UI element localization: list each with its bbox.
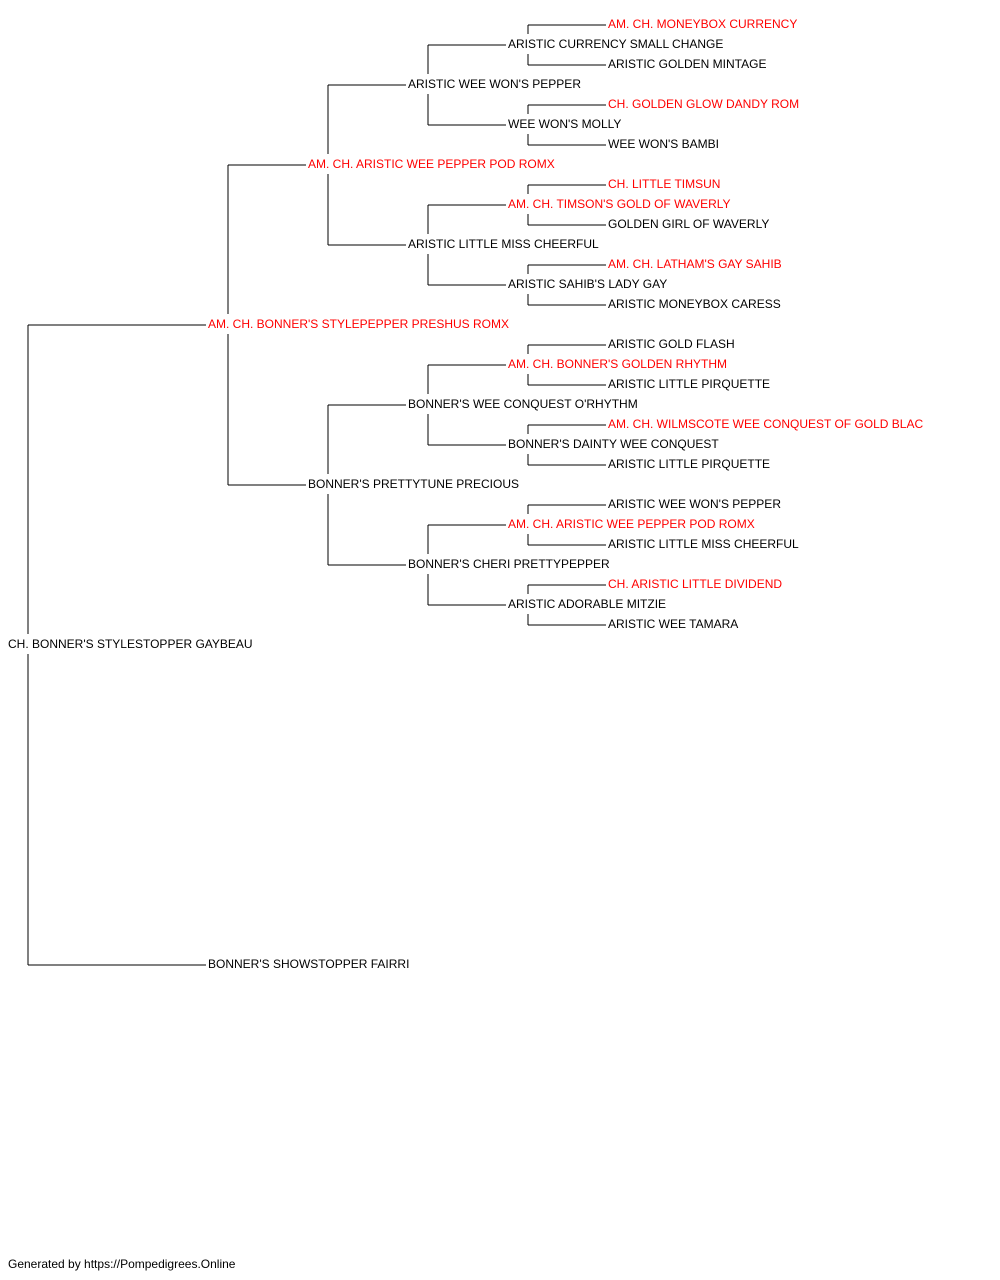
pedigree-entry-sire-dam-sire-sire-sire: ARISTIC GOLD FLASH: [606, 337, 737, 351]
pedigree-entry-sire-dam-dam-sire-sire: ARISTIC WEE WON'S PEPPER: [606, 497, 783, 511]
pedigree-entry-sire-sire-dam: ARISTIC LITTLE MISS CHEERFUL: [406, 237, 601, 251]
footer-credit: Generated by https://Pompedigrees.Online: [8, 1257, 236, 1271]
pedigree-entry-sire-sire-dam-dam-dam: ARISTIC MONEYBOX CARESS: [606, 297, 783, 311]
pedigree-entry-sire-dam-dam-dam-sire: CH. ARISTIC LITTLE DIVIDEND: [606, 577, 785, 591]
pedigree-entry-sire-dam-sire-sire: AM. CH. BONNER'S GOLDEN RHYTHM: [506, 357, 729, 371]
pedigree-entry-sire-dam-sire-dam-dam: ARISTIC LITTLE PIRQUETTE: [606, 457, 773, 471]
pedigree-entry-sire-sire-sire-dam: WEE WON'S MOLLY: [506, 117, 624, 131]
pedigree-entry-sire-sire-dam-sire-sire: CH. LITTLE TIMSUN: [606, 177, 723, 191]
pedigree-entry-sire: AM. CH. BONNER'S STYLEPEPPER PRESHUS ROM…: [206, 317, 512, 331]
pedigree-entry-sire-sire-sire: ARISTIC WEE WON'S PEPPER: [406, 77, 583, 91]
pedigree-entry-sire-sire-sire-dam-dam: WEE WON'S BAMBI: [606, 137, 721, 151]
pedigree-entry-sire-sire: AM. CH. ARISTIC WEE PEPPER POD ROMX: [306, 157, 557, 171]
pedigree-entry-sire-sire-dam-dam-sire: AM. CH. LATHAM'S GAY SAHIB: [606, 257, 784, 271]
pedigree-entry-sire-dam-dam-dam-dam: ARISTIC WEE TAMARA: [606, 617, 741, 631]
pedigree-entry-sire-sire-dam-dam: ARISTIC SAHIB'S LADY GAY: [506, 277, 670, 291]
pedigree-entry-dam: BONNER'S SHOWSTOPPER FAIRRI: [206, 957, 412, 971]
pedigree-entry-sire-sire-sire-sire: ARISTIC CURRENCY SMALL CHANGE: [506, 37, 726, 51]
pedigree-entry-sire-dam-dam-dam: ARISTIC ADORABLE MITZIE: [506, 597, 669, 611]
pedigree-entry-sire-dam-sire: BONNER'S WEE CONQUEST O'RHYTHM: [406, 397, 640, 411]
pedigree-entry-sire-sire-sire-sire-sire: AM. CH. MONEYBOX CURRENCY: [606, 17, 800, 31]
pedigree-entry-sire-dam-dam-sire: AM. CH. ARISTIC WEE PEPPER POD ROMX: [506, 517, 757, 531]
pedigree-entry-sire-sire-sire-dam-sire: CH. GOLDEN GLOW DANDY ROM: [606, 97, 802, 111]
pedigree-entry-sire-dam-dam-sire-dam: ARISTIC LITTLE MISS CHEERFUL: [606, 537, 801, 551]
pedigree-entry-sire-dam-sire-sire-dam: ARISTIC LITTLE PIRQUETTE: [606, 377, 773, 391]
pedigree-entry-sire-sire-dam-sire-dam: GOLDEN GIRL OF WAVERLY: [606, 217, 772, 231]
pedigree-entry-subject: CH. BONNER'S STYLESTOPPER GAYBEAU: [6, 637, 255, 651]
pedigree-entry-sire-dam-dam: BONNER'S CHERI PRETTYPEPPER: [406, 557, 612, 571]
pedigree-entry-sire-dam: BONNER'S PRETTYTUNE PRECIOUS: [306, 477, 521, 491]
pedigree-entry-sire-sire-dam-sire: AM. CH. TIMSON'S GOLD OF WAVERLY: [506, 197, 733, 211]
pedigree-entry-sire-sire-sire-sire-dam: ARISTIC GOLDEN MINTAGE: [606, 57, 769, 71]
pedigree-entry-sire-dam-sire-dam-sire: AM. CH. WILMSCOTE WEE CONQUEST OF GOLD B…: [606, 417, 926, 431]
pedigree-entry-sire-dam-sire-dam: BONNER'S DAINTY WEE CONQUEST: [506, 437, 721, 451]
